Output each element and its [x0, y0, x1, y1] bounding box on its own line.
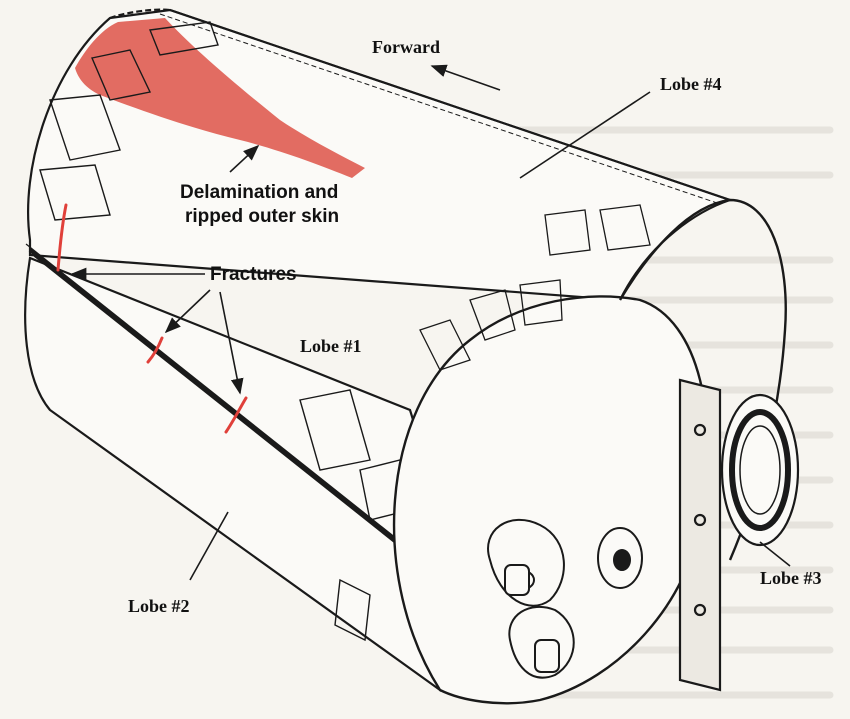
delamination-area [75, 18, 365, 178]
lobe4-label: Lobe #4 [660, 74, 722, 94]
lower-cylinder [24, 256, 452, 693]
fractures-arrow-3 [219, 291, 244, 395]
fracture-mark-upper [56, 203, 68, 272]
bulkhead-fittings [487, 519, 643, 679]
delamination-label-line1: Delamination and [180, 182, 338, 203]
forward-arrow [430, 64, 501, 91]
lobe3-leader [759, 541, 791, 567]
aft-ring [678, 378, 800, 692]
delamination-label-line2: ripped outer skin [185, 206, 339, 227]
lobe4-leader [519, 91, 651, 179]
delamination-arrow [229, 144, 260, 173]
leader-lines [70, 64, 791, 581]
fracture-marks [56, 203, 248, 434]
upper-edge [159, 9, 731, 205]
lobe1-label: Lobe #1 [300, 336, 362, 356]
forward-label: Forward [372, 37, 440, 57]
lobe-seam [25, 243, 425, 567]
fracture-mark-middle [146, 336, 164, 364]
upper-ribs [39, 21, 219, 221]
fractures-label: Fractures [210, 264, 297, 285]
lobe2-label: Lobe #2 [128, 596, 190, 616]
lobe2-leader [189, 511, 229, 581]
lobe3-label: Lobe #3 [760, 568, 822, 588]
fracture-mark-lower [224, 396, 248, 434]
fractures-arrow-2 [164, 289, 211, 334]
dome-ribs [419, 204, 651, 371]
